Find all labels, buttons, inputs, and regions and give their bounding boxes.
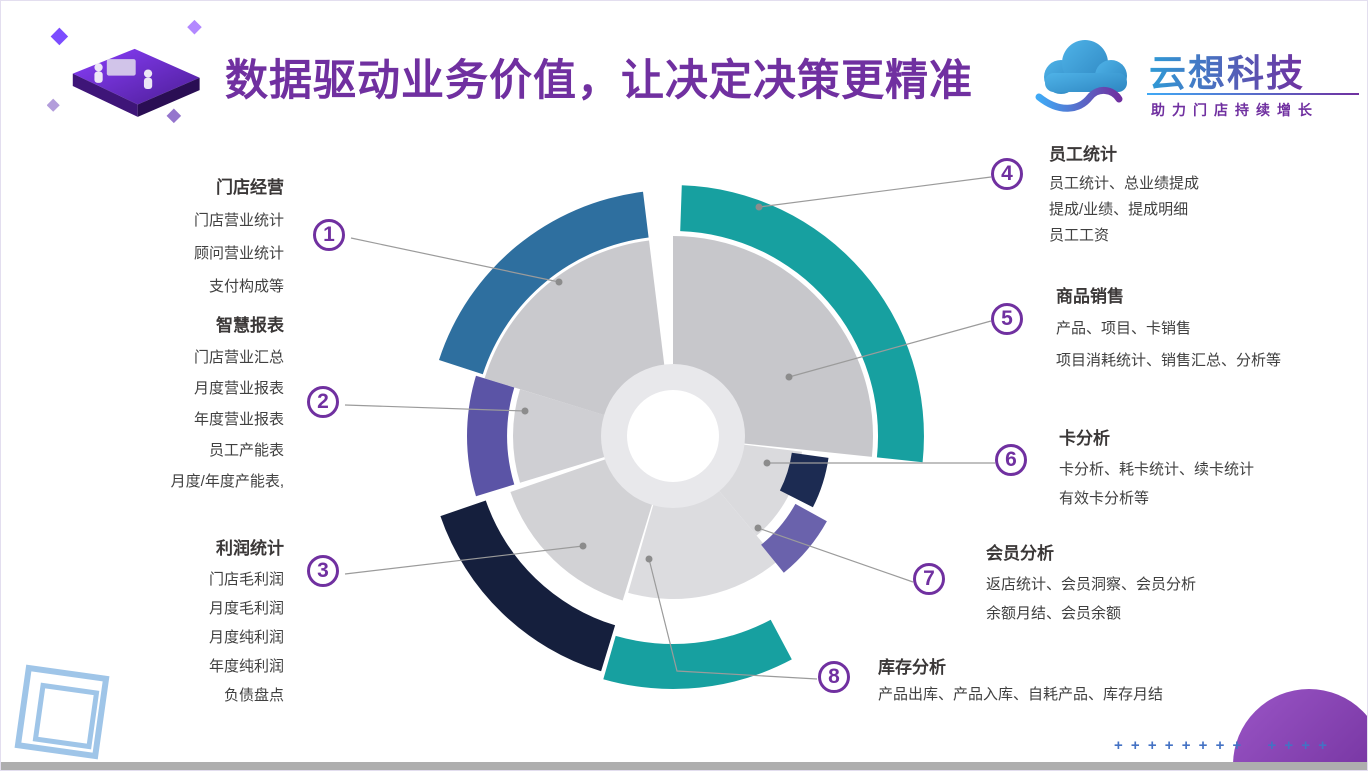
section-title: 会员分析 <box>986 544 1054 563</box>
corner-squares-decoration <box>7 657 137 770</box>
section-store-operations: 门店经营 门店营业统计顾问营业统计支付构成等 <box>69 173 284 303</box>
connector-line <box>344 404 526 412</box>
number-badge-2: 2 <box>307 386 339 418</box>
section-title: 员工统计 <box>1049 145 1117 164</box>
section-items: 门店营业统计顾问营业统计支付构成等 <box>69 204 284 303</box>
plus-group-right: + + + + <box>1267 737 1329 754</box>
pie-arc <box>761 503 827 573</box>
section-item: 卡分析、耗卡统计、续卡统计 <box>1059 461 1255 478</box>
number-badge-6: 6 <box>995 444 1027 476</box>
section-item: 员工统计、总业绩提成 <box>1049 175 1200 192</box>
pie-arc <box>467 375 515 497</box>
plus-group-left: + + + + + + + + <box>1114 737 1244 754</box>
number-badge-7: 7 <box>913 563 945 595</box>
isometric-illustration-icon <box>46 19 202 124</box>
section-title: 智慧报表 <box>216 316 284 335</box>
connector-line <box>788 320 992 378</box>
section-card-analysis: 卡分析 卡分析、耗卡统计、续卡统计有效卡分析等 <box>1059 424 1349 513</box>
number-badge-8: 8 <box>818 661 850 693</box>
logo-tagline: 助力门店持续增长 <box>1151 102 1319 118</box>
section-items: 返店统计、会员洞察、会员分析余额月结、会员余额 <box>986 570 1326 628</box>
number-badge-3: 3 <box>307 555 339 587</box>
center-circle <box>627 390 719 482</box>
section-items: 卡分析、耗卡统计、续卡统计有效卡分析等 <box>1059 455 1349 513</box>
connector-dot <box>521 407 529 415</box>
connector-dot <box>645 555 653 563</box>
section-item: 月度/年度产能表, <box>170 473 284 490</box>
connector-line <box>648 558 818 680</box>
section-items: 门店营业汇总月度营业报表年度营业报表员工产能表月度/年度产能表, <box>69 342 284 497</box>
section-items: 产品、项目、卡销售项目消耗统计、销售汇总、分析等 <box>1056 313 1356 377</box>
connector-dot <box>555 278 563 286</box>
section-item: 门店营业汇总 <box>193 349 284 366</box>
pie-arc <box>439 191 649 375</box>
connector-line <box>344 545 584 575</box>
number-badge-4: 4 <box>991 158 1023 190</box>
section-items: 产品出库、产品入库、自耗产品、库存月结 <box>878 681 1318 709</box>
section-item: 返店统计、会员洞察、会员分析 <box>986 576 1197 593</box>
cloud-logo-icon <box>1027 31 1139 117</box>
section-item: 年度纯利润 <box>208 658 284 675</box>
section-item: 产品、项目、卡销售 <box>1056 320 1192 337</box>
section-item: 产品出库、产品入库、自耗产品、库存月结 <box>878 686 1164 703</box>
pie-arc <box>680 185 924 463</box>
section-item: 月度纯利润 <box>208 629 284 646</box>
pie-wedge <box>513 389 673 483</box>
connector-line <box>757 527 914 583</box>
section-profit-statistics: 利润统计 门店毛利润月度毛利润月度纯利润年度纯利润负债盘点 <box>69 534 284 710</box>
hero-illustration <box>46 9 212 134</box>
section-items: 员工统计、总业绩提成提成/业绩、提成明细员工工资 <box>1049 171 1339 249</box>
section-item: 月度营业报表 <box>193 380 284 397</box>
pie-arc <box>440 500 616 672</box>
section-member-analysis: 会员分析 返店统计、会员洞察、会员分析余额月结、会员余额 <box>986 539 1326 628</box>
section-title: 利润统计 <box>216 539 284 558</box>
number-badge-5: 5 <box>991 303 1023 335</box>
section-item: 顾问营业统计 <box>193 245 284 262</box>
plus-decoration: + + + + + + + + + + + + <box>1114 737 1329 754</box>
section-title: 门店经营 <box>216 178 284 197</box>
connector-lines <box>344 176 995 680</box>
section-item: 有效卡分析等 <box>1059 490 1150 507</box>
bottom-bar <box>1 762 1367 770</box>
section-item: 提成/业绩、提成明细 <box>1049 201 1189 218</box>
pie-arc <box>779 452 829 508</box>
logo-name: 云想科技 <box>1149 43 1305 97</box>
section-item: 月度毛利润 <box>208 600 284 617</box>
section-item: 门店营业统计 <box>193 212 284 229</box>
section-title: 库存分析 <box>878 658 946 677</box>
number-badge-1: 1 <box>313 219 345 251</box>
section-product-sales: 商品销售 产品、项目、卡销售项目消耗统计、销售汇总、分析等 <box>1056 282 1356 377</box>
section-item: 项目消耗统计、销售汇总、分析等 <box>1056 352 1282 369</box>
section-item: 年度营业报表 <box>193 411 284 428</box>
section-smart-reports: 智慧报表 门店营业汇总月度营业报表年度营业报表员工产能表月度/年度产能表, <box>69 311 284 497</box>
section-employee-statistics: 员工统计 员工统计、总业绩提成提成/业绩、提成明细员工工资 <box>1049 140 1339 249</box>
connector-line <box>758 176 992 208</box>
section-item: 余额月结、会员余额 <box>986 605 1122 622</box>
section-title: 卡分析 <box>1059 429 1110 448</box>
pie-arc <box>603 619 792 690</box>
section-item: 员工工资 <box>1049 227 1110 244</box>
section-item: 支付构成等 <box>208 278 284 295</box>
section-item: 员工产能表 <box>208 442 284 459</box>
section-inventory-analysis: 库存分析 产品出库、产品入库、自耗产品、库存月结 <box>878 653 1318 709</box>
connector-dot <box>755 203 763 211</box>
connector-dot <box>785 373 793 381</box>
connector-dot <box>579 542 587 550</box>
connector-dot <box>754 524 762 532</box>
page-title: 数据驱动业务价值，让决定决策更精准 <box>225 57 973 105</box>
connector-line <box>350 237 560 283</box>
section-item: 负债盘点 <box>223 687 284 704</box>
connector-dot <box>763 459 771 467</box>
pie-segments <box>439 185 924 690</box>
section-title: 商品销售 <box>1056 287 1124 306</box>
section-item: 门店毛利润 <box>208 571 284 588</box>
logo-divider <box>1147 93 1359 95</box>
section-items: 门店毛利润月度毛利润月度纯利润年度纯利润负债盘点 <box>69 565 284 710</box>
